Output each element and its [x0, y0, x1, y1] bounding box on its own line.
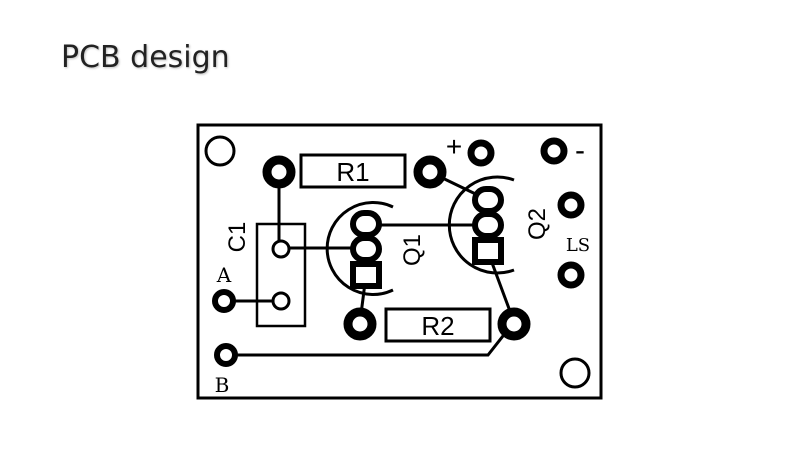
board-outline: [196, 123, 603, 400]
transistor-q1-body: [325, 201, 394, 296]
pad-r1-left: [262, 155, 296, 189]
pad-c1-top: [271, 239, 291, 259]
pad-plus: [467, 139, 495, 167]
pad-r2-right: [497, 307, 531, 341]
mounting-hole-bottom-right: [559, 357, 591, 389]
pad-ls-top: [557, 191, 585, 219]
pad-q1-pin2: [350, 235, 382, 263]
pad-ls-bottom: [557, 261, 585, 289]
resistor-r1-body: [299, 153, 407, 189]
terminal-a-label: A: [216, 263, 232, 287]
slide-title: PCB design: [61, 40, 230, 75]
resistor-r2-label: R2: [421, 311, 454, 341]
capacitor-c1-body: [255, 222, 307, 328]
mounting-hole-top-left: [204, 135, 236, 167]
pad-q2-pin1: [472, 186, 504, 214]
resistor-r1-label: R1: [336, 157, 369, 187]
pad-r1-right: [413, 155, 447, 189]
resistor-r2-body: [384, 307, 492, 343]
pad-a: [212, 289, 236, 313]
transistor-q2-label: Q2: [524, 208, 551, 240]
pad-c1-bottom: [271, 291, 291, 311]
terminal-ls-label: LS: [566, 235, 590, 256]
terminal-plus-label: +: [446, 131, 462, 162]
pads: [204, 135, 591, 389]
pad-q1-pin1: [350, 210, 382, 238]
terminal-minus-label: -: [575, 134, 585, 167]
capacitor-c1-label: C1: [224, 222, 251, 253]
pad-b: [214, 343, 238, 367]
pad-q2-pin2: [472, 211, 504, 239]
pad-minus: [540, 137, 568, 165]
pad-q1-pin3: [350, 261, 382, 289]
pad-r2-left: [343, 307, 377, 341]
transistor-q2-body: [447, 175, 515, 275]
terminal-b-label: B: [215, 373, 230, 397]
pad-q2-pin3: [472, 237, 504, 265]
transistor-q1-label: Q1: [399, 234, 426, 266]
